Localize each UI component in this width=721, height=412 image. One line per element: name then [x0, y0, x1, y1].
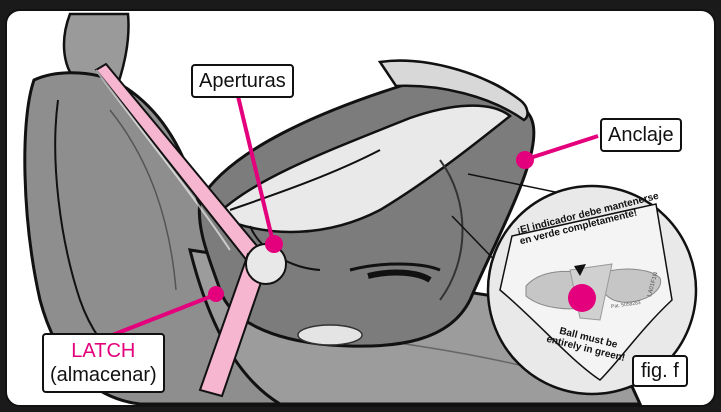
aperturas-marker	[265, 235, 283, 253]
latch-label-subtitle: (almacenar)	[50, 363, 157, 387]
figure-label: fig. f	[632, 355, 688, 387]
latch-label: LATCH (almacenar)	[42, 333, 165, 393]
indicator-ball	[568, 284, 596, 312]
aperturas-label: Aperturas	[191, 64, 294, 98]
anclaje-label: Anclaje	[600, 118, 682, 152]
latch-label-title: LATCH	[50, 339, 157, 363]
latch-marker	[208, 286, 224, 302]
anclaje-marker	[516, 151, 534, 169]
